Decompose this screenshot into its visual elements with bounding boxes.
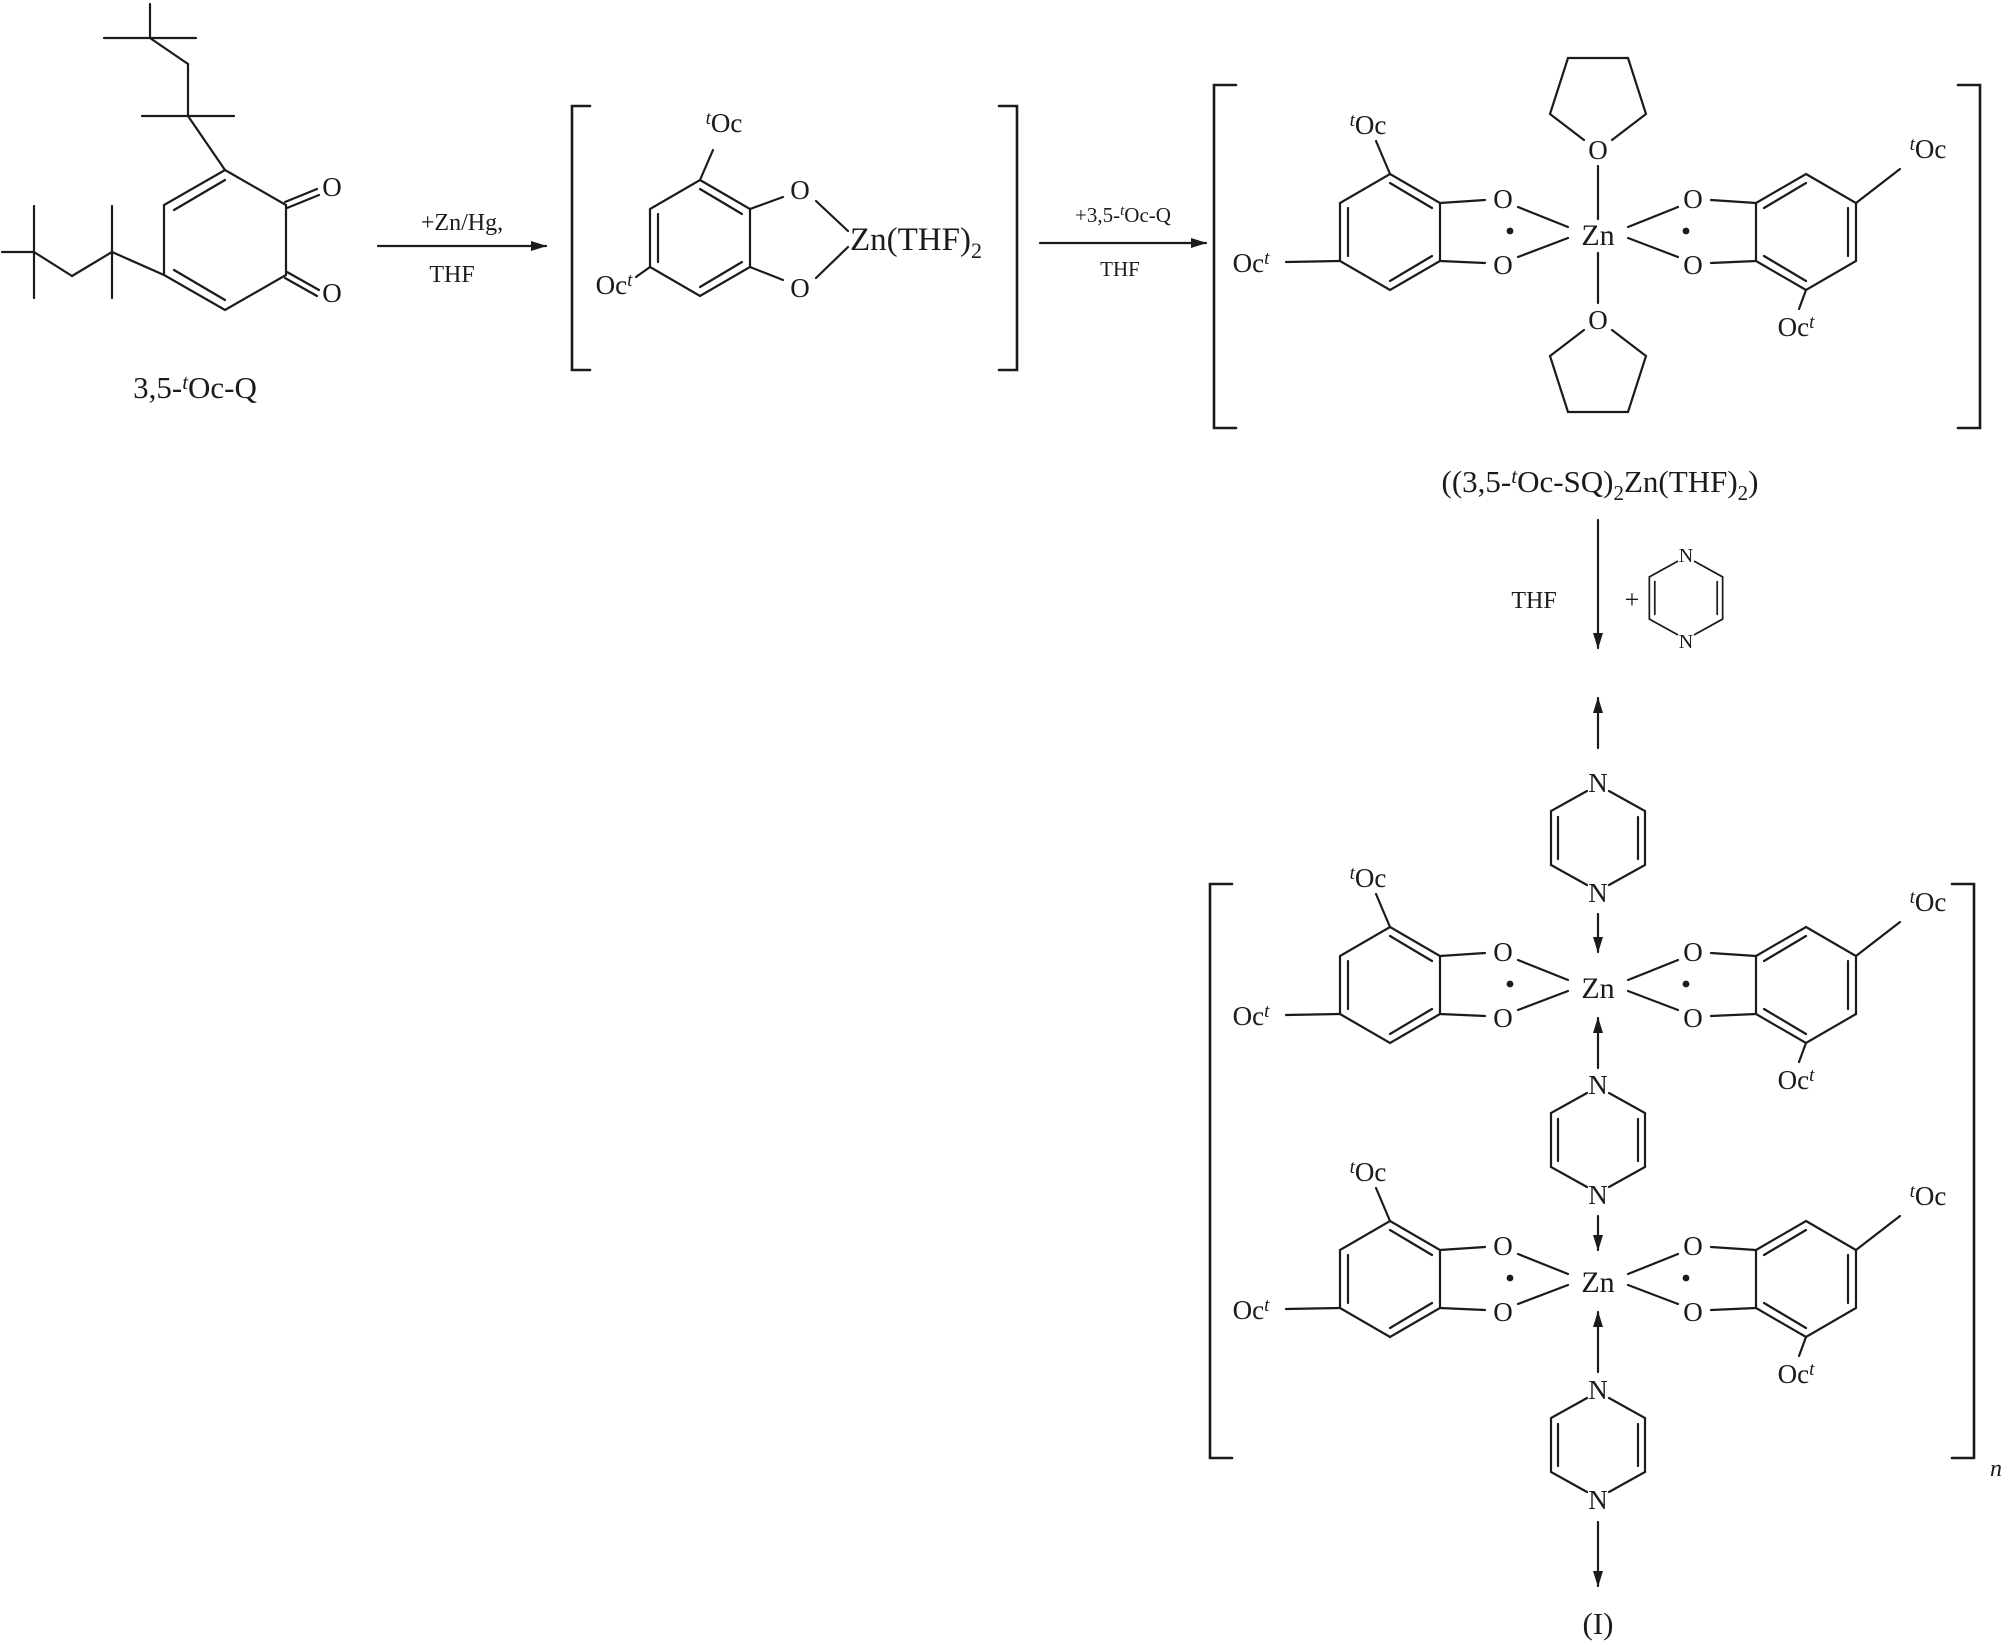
atom-o-label: O [1493, 1297, 1513, 1327]
pyrazine-addition-step [1593, 518, 1724, 650]
atom-o-label: O [1493, 937, 1513, 967]
oct-substituent-label: Oct [1778, 1359, 1815, 1389]
atom-o-label: O [322, 278, 342, 308]
atom-zn-label: Zn [1581, 972, 1614, 1005]
atom-o-label: O [790, 175, 810, 205]
toc-substituent-label: tOc [1350, 110, 1387, 140]
plus-sign: + [1625, 585, 1640, 614]
atom-o-label: O [1683, 1003, 1703, 1033]
toc-substituent-label: tOc [1350, 1157, 1387, 1187]
atom-o-label: O [1683, 250, 1703, 280]
toc-substituent-label: tOc [706, 108, 743, 138]
atom-o-label: O [322, 172, 342, 202]
step2-solvent-label: THF [1511, 588, 1556, 614]
reactant-name: 3,5-tOc-Q [133, 370, 257, 405]
toc-substituent-label: tOc [1350, 863, 1387, 893]
atom-n-label: N [1588, 1485, 1608, 1515]
atom-n-label: N [1588, 768, 1608, 798]
atom-o-label: O [1493, 1003, 1513, 1033]
toc-substituent-label: tOc [1910, 887, 1947, 917]
oct-substituent-label: Oct [1233, 1001, 1270, 1031]
atom-zn-label: Zn [1581, 219, 1614, 252]
final-compound-label: (I) [1583, 1606, 1614, 1641]
toc-substituent-label: tOc [1910, 134, 1947, 164]
arrow2-solvent-label: THF [1100, 257, 1140, 281]
oct-substituent-label: Oct [1233, 1295, 1270, 1325]
atom-n-label: N [1679, 631, 1693, 653]
atom-zn-label: Zn [1581, 1266, 1614, 1299]
atom-o-label: O [1493, 250, 1513, 280]
atom-o-label: O [1683, 1297, 1703, 1327]
atom-o-label: O [1683, 184, 1703, 214]
atom-o-label: O [1588, 135, 1608, 165]
atom-o-label: O [1683, 937, 1703, 967]
oct-substituent-label: Oct [1778, 312, 1815, 342]
atom-o-label: O [1493, 184, 1513, 214]
polymer-structure [1208, 696, 1976, 1588]
toc-substituent-label: tOc [1910, 1181, 1947, 1211]
polymer-repeat-subscript: n [1990, 1456, 2002, 1482]
intermediate-structure [570, 104, 1019, 372]
bis-sq-zn-thf-structure [1212, 56, 1982, 430]
atom-n-label: N [1588, 1375, 1608, 1405]
arrow1-solvent-label: THF [429, 262, 474, 288]
atom-n-label: N [1588, 878, 1608, 908]
atom-n-label: N [1588, 1070, 1608, 1100]
atom-o-label: O [1683, 1231, 1703, 1261]
atom-n-label: N [1588, 1180, 1608, 1210]
oct-substituent-label: Oct [1778, 1065, 1815, 1095]
atom-o-label: O [1588, 305, 1608, 335]
atom-o-label: O [790, 273, 810, 303]
arrow1-reagent-label: +Zn/Hg, [421, 210, 503, 236]
oct-substituent-label: Oct [596, 270, 633, 300]
oct-substituent-label: Oct [1233, 248, 1270, 278]
intermediate-formula: Zn(THF)2 [850, 222, 982, 263]
atom-n-label: N [1679, 545, 1693, 567]
reactant-quinone-structure [0, 2, 321, 312]
arrow2-reagent-label: +3,5-tOc-Q [1075, 203, 1171, 227]
product-formula: ((3,5-tOc-SQ)2Zn(THF)2) [1442, 464, 1759, 505]
atom-o-label: O [1493, 1231, 1513, 1261]
